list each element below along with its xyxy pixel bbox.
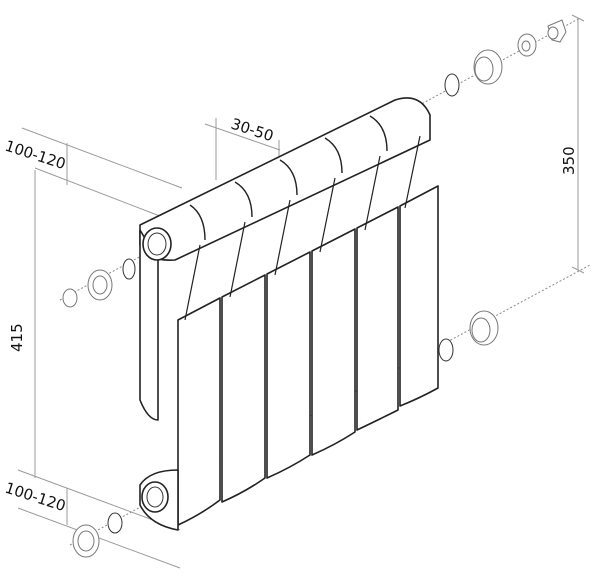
air-vent-key <box>547 19 567 43</box>
dim-label-center-distance: 350 <box>560 146 578 175</box>
bottom-right-reducer <box>469 310 499 346</box>
dim-fin-spacing <box>204 118 281 180</box>
top-left-gasket <box>122 258 136 280</box>
bottom-axis-line <box>69 264 591 546</box>
radiator-sections <box>177 185 439 526</box>
dim-center-distance <box>571 14 585 274</box>
top-right-gasket <box>444 73 460 97</box>
top-left-plug <box>62 288 78 308</box>
top-right-reducer <box>473 49 503 85</box>
dim-label-height: 415 <box>8 323 26 352</box>
bottom-right-gasket <box>438 338 454 362</box>
bottom-left-gasket <box>107 512 123 534</box>
top-left-reducer <box>87 269 113 301</box>
dim-label-bottom-depth: 100-120 <box>3 479 68 515</box>
bottom-left-reducer <box>72 524 100 558</box>
radiator-body <box>139 97 439 531</box>
top-right-washer <box>517 33 537 57</box>
dim-top-depth <box>21 127 183 478</box>
